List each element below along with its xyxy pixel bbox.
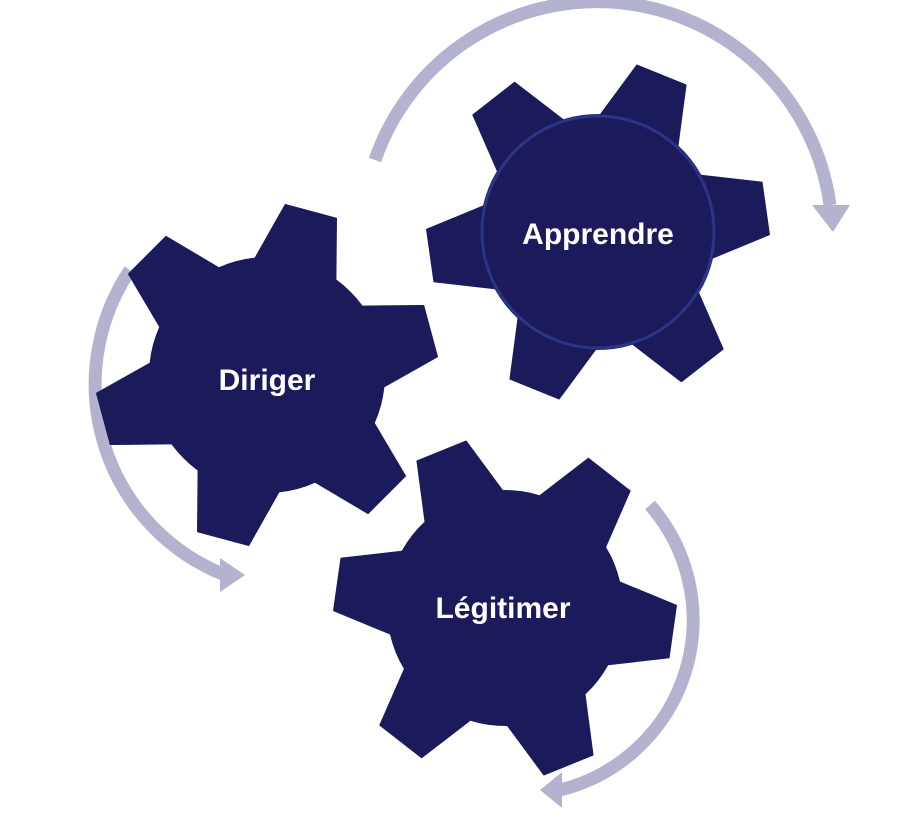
gear-label-apprendre: Apprendre xyxy=(522,218,674,251)
arrow-top xyxy=(368,0,850,232)
arrow-arc xyxy=(558,500,700,797)
arrow-arc xyxy=(368,0,837,206)
gear-label-legitimer: Légitimer xyxy=(435,592,570,625)
arrow-bottom-right xyxy=(540,500,700,808)
gear-icon xyxy=(426,64,770,400)
gear-diriger xyxy=(95,203,439,547)
gear-apprendre xyxy=(426,64,770,400)
arrow-left xyxy=(88,266,245,592)
gear-ring xyxy=(480,114,716,350)
gear-icon xyxy=(95,203,439,547)
arrowhead-icon xyxy=(220,558,245,592)
arrowhead-icon xyxy=(540,772,562,808)
arrowhead-icon xyxy=(812,205,850,232)
gear-label-diriger: Diriger xyxy=(219,364,316,397)
gear-icon xyxy=(333,440,677,776)
gear-legitimer xyxy=(333,440,677,776)
arrow-arc xyxy=(88,266,228,582)
